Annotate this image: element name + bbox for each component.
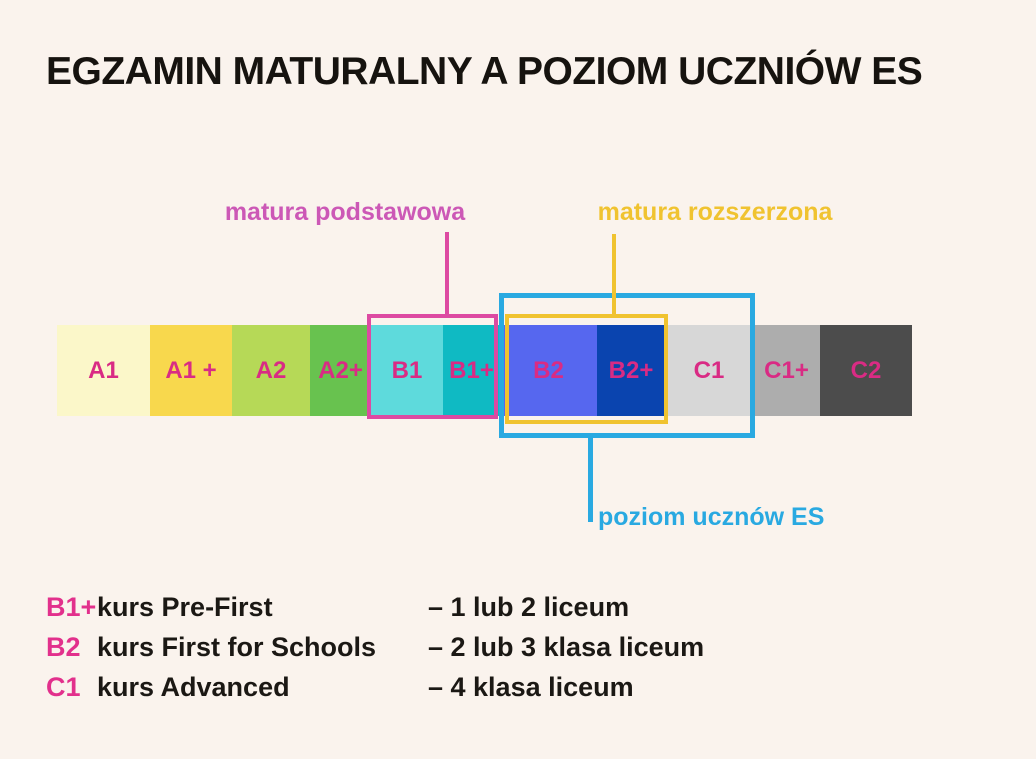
bar-segment-label: C1 bbox=[693, 356, 725, 384]
bar-segment-C1plus: C1+ bbox=[753, 325, 820, 416]
legend-code: B2 bbox=[46, 632, 81, 662]
bar-segment-A1plus: A1 + bbox=[150, 325, 232, 416]
bar-segment-A2plus: A2+ bbox=[310, 325, 371, 416]
legend-course-name: kurs Pre-First bbox=[97, 592, 273, 622]
bar-segment-C1: C1 bbox=[665, 325, 753, 416]
legend-row: C1 kurs Advanced – 4 klasa liceum bbox=[46, 672, 806, 712]
poziom-es-box bbox=[499, 293, 755, 438]
matura-rozszerzona-box bbox=[505, 314, 668, 424]
matura-rozszerzona-label: matura rozszerzona bbox=[597, 198, 833, 226]
legend-school-level: – 2 lub 3 klasa liceum bbox=[428, 632, 705, 662]
legend-school-level: – 1 lub 2 liceum bbox=[428, 592, 630, 622]
bar-segment-label: A1 + bbox=[165, 356, 217, 384]
bar-segment-label: B2+ bbox=[608, 356, 654, 384]
matura-podstawowa-label: matura podstawowa bbox=[224, 198, 466, 226]
legend-code: B1+ bbox=[46, 592, 97, 622]
cefr-level-bar: A1 A1 + A2 A2+ B1 B1+ B2 B2+ C1 C1+ C2 bbox=[57, 325, 912, 416]
bar-segment-label: C1+ bbox=[764, 356, 809, 384]
bar-segment-B1plus: B1+ bbox=[443, 325, 500, 416]
matura-podstawowa-box bbox=[367, 314, 498, 419]
legend-school-level: – 4 klasa liceum bbox=[428, 672, 634, 702]
matura-podstawowa-connector-line bbox=[445, 232, 449, 314]
matura-rozszerzona-connector-line bbox=[612, 234, 616, 314]
poziom-es-label: poziom ucznów ES bbox=[598, 503, 825, 531]
legend-course-name: kurs First for Schools bbox=[97, 632, 377, 662]
bar-segment-label: A2+ bbox=[318, 356, 363, 384]
legend-row: B2 kurs First for Schools – 2 lub 3 klasa … bbox=[46, 632, 806, 672]
bar-segment-label: B1+ bbox=[449, 356, 494, 384]
poziom-es-connector-line bbox=[588, 436, 593, 522]
bar-segment-label: A2 bbox=[255, 356, 287, 384]
bar-segment-B2plus: B2+ bbox=[597, 325, 665, 416]
bar-segment-label: A1 bbox=[88, 356, 119, 384]
bar-segment-label: B1 bbox=[391, 356, 423, 384]
bar-segment-B1: B1 bbox=[371, 325, 443, 416]
legend-code: C1 bbox=[46, 672, 81, 702]
legend-row: B1+kurs Pre-First – 1 lub 2 liceum bbox=[46, 592, 806, 632]
bar-segment-B2: B2 bbox=[500, 325, 597, 416]
bar-segment-A1: A1 bbox=[57, 325, 150, 416]
bar-segment-label: C2 bbox=[850, 356, 882, 384]
bar-segment-A2: A2 bbox=[232, 325, 310, 416]
bar-segment-label: B2 bbox=[533, 356, 564, 384]
bar-segment-C2: C2 bbox=[820, 325, 912, 416]
legend-course-name: kurs Advanced bbox=[97, 672, 290, 702]
page-title: EGZAMIN MATURALNY A POZIOM UCZNIÓW ES bbox=[46, 50, 923, 93]
